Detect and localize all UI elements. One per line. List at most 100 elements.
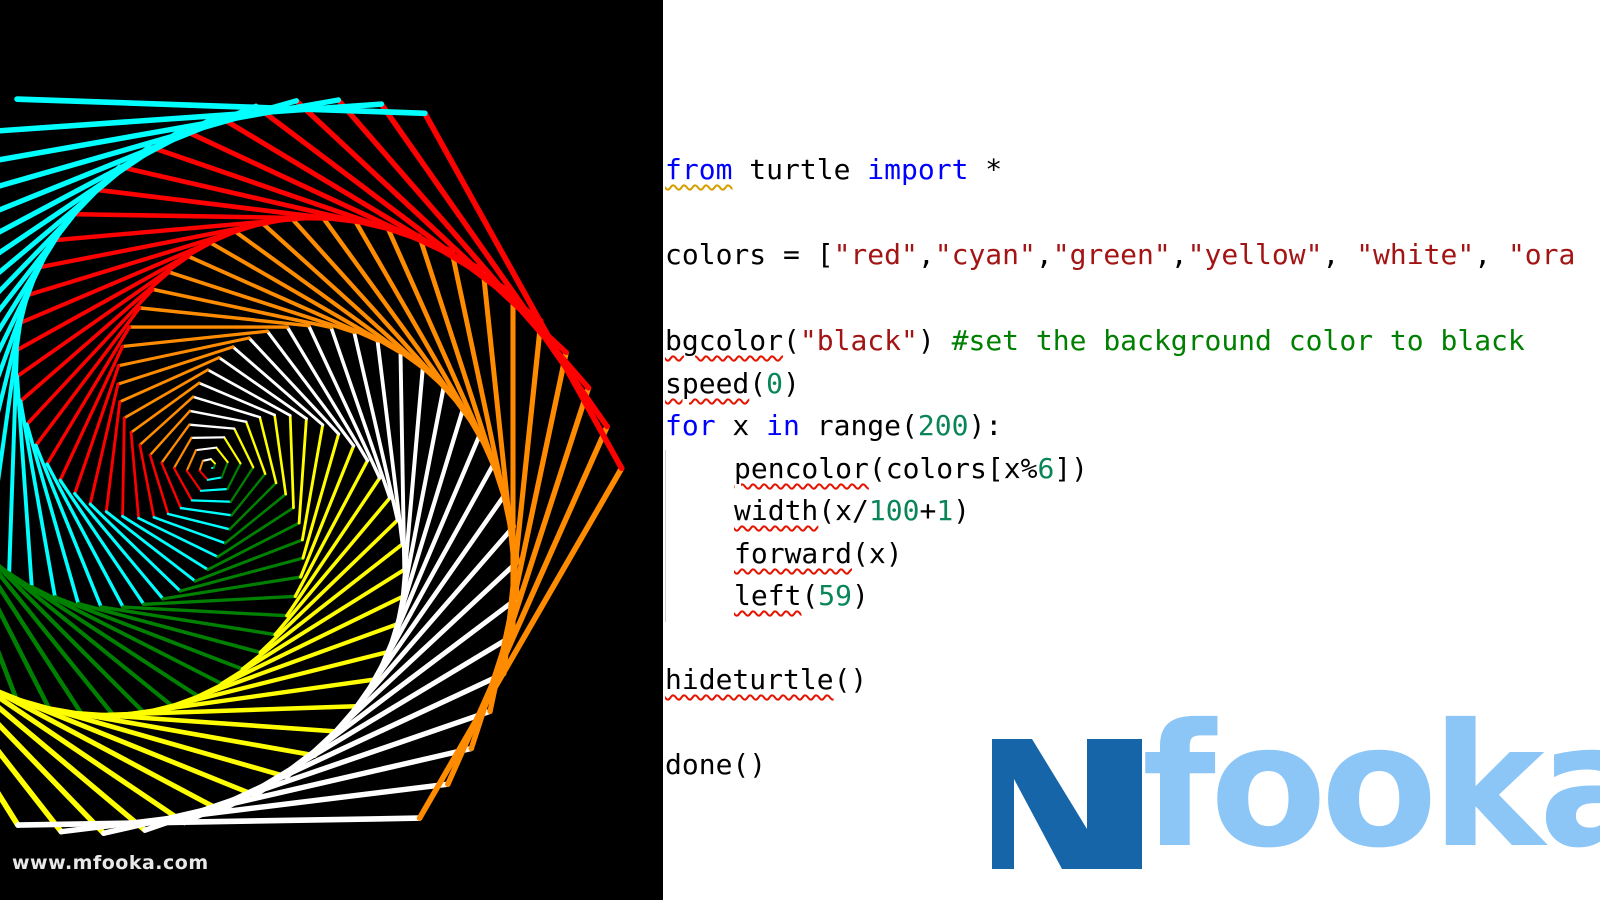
- spiral-segment: [53, 595, 245, 671]
- spiral-segment: [14, 96, 428, 117]
- spiral-segment: [167, 270, 357, 335]
- spiral-segment: [116, 345, 235, 386]
- spiral-segment: [0, 748, 64, 835]
- spiral-segment: [34, 443, 103, 609]
- token: ,: [1170, 238, 1188, 271]
- spiral-segment: [0, 563, 175, 709]
- code-line-9[interactable]: left(59): [665, 579, 869, 613]
- number-literal: 6: [1037, 452, 1055, 485]
- spiral-segment: [141, 649, 391, 715]
- string-literal: "cyan": [934, 238, 1036, 271]
- number-literal: 100: [868, 494, 920, 527]
- spiral-segment: [206, 521, 301, 572]
- spiral-segment: [398, 350, 407, 572]
- spiral-segment: [50, 214, 325, 243]
- spiral-segment: [219, 567, 407, 686]
- spiral-segment: [160, 461, 183, 510]
- function-name: bgcolor: [665, 324, 784, 357]
- spiral-segment: [0, 722, 107, 836]
- spiral-segment: [160, 423, 191, 464]
- token: x: [715, 409, 767, 442]
- spiral-segment: [18, 229, 238, 325]
- code-line-8[interactable]: forward(x): [665, 537, 903, 571]
- spiral-segment: [178, 556, 305, 593]
- token: ): [953, 494, 971, 527]
- spiral-segment: [273, 496, 392, 637]
- spiral-drawing: [0, 96, 625, 836]
- token: range(: [799, 409, 918, 442]
- spiral-segment: [111, 677, 379, 719]
- spiral-segment: [190, 499, 232, 503]
- spiral-segment: [152, 515, 227, 545]
- code-line-7[interactable]: width(x/100+1): [665, 494, 970, 528]
- spiral-segment: [88, 382, 120, 506]
- spiral-segment: [0, 692, 290, 780]
- spiral-segment: [138, 395, 195, 447]
- spiral-segment: [148, 409, 192, 457]
- spiral-segment: [170, 621, 400, 709]
- spiral-segment: [104, 510, 197, 583]
- spiral-segment: [142, 594, 297, 606]
- spiral-segment: [73, 492, 165, 601]
- spiral-segment: [118, 356, 221, 404]
- code-line-6[interactable]: pencolor(colors[x%6]): [665, 452, 1088, 486]
- spiral-segment: [166, 512, 231, 531]
- token: ]): [1054, 452, 1089, 485]
- spiral-segment: [320, 214, 483, 437]
- spiral-segment: [48, 709, 342, 734]
- spiral-segment: [220, 461, 229, 479]
- spiral-segment: [299, 444, 356, 579]
- spiral-segment: [0, 211, 74, 333]
- spiral-segment: [273, 413, 288, 496]
- spiral-segment: [216, 506, 295, 559]
- spiral-segment: [197, 381, 276, 417]
- spiral-segment: [357, 459, 497, 709]
- indent-guide: [665, 450, 666, 622]
- code-line-1[interactable]: from turtle import *: [665, 153, 1002, 187]
- token: (: [801, 579, 819, 612]
- code-line-2[interactable]: colors = ["red","cyan","green","yellow",…: [665, 238, 1575, 272]
- spiral-segment: [386, 406, 466, 654]
- token: ): [783, 367, 800, 400]
- code-line-10[interactable]: hideturtle(): [665, 663, 867, 697]
- string-literal: "ora: [1507, 238, 1576, 271]
- spiral-segment: [25, 221, 265, 298]
- spiral-segment: [209, 458, 216, 465]
- spiral-segment: [230, 472, 267, 517]
- watermark-url: www.mfooka.com: [12, 852, 209, 874]
- spiral-segment: [240, 542, 405, 671]
- spiral-segment: [400, 365, 425, 599]
- spiral-segment: [148, 453, 170, 516]
- code-line-3[interactable]: bgcolor("black") #set the background col…: [665, 324, 1525, 358]
- spiral-segment: [120, 329, 269, 349]
- spiral-segment: [226, 462, 242, 491]
- spiral-segment: [14, 240, 213, 353]
- spiral-segment: [45, 462, 125, 609]
- logo-m-diagonal: [992, 739, 1087, 869]
- spiral-segment: [215, 446, 229, 464]
- spiral-segment: [80, 703, 362, 718]
- spiral-segment: [191, 395, 262, 419]
- spiral-segment: [0, 695, 187, 826]
- code-comment: #set the background color to black: [951, 324, 1525, 357]
- spiral-segment: [25, 422, 81, 606]
- token: *: [968, 153, 1003, 186]
- spiral-segment: [34, 306, 142, 448]
- token: (x/: [818, 494, 869, 527]
- code-line-11[interactable]: done(): [665, 748, 766, 782]
- code-line-4[interactable]: speed(0): [665, 367, 800, 401]
- spiral-segment: [206, 476, 223, 481]
- spiral-segment: [58, 344, 125, 482]
- spiral-segment: [258, 415, 278, 485]
- spiral-segment: [297, 417, 308, 525]
- spiral-segment: [188, 409, 248, 424]
- spiral-segment: [45, 325, 132, 466]
- spiral-segment: [194, 446, 218, 452]
- token: (): [833, 663, 868, 696]
- spiral-segment: [29, 585, 224, 686]
- code-line-5[interactable]: for x in range(200):: [665, 409, 1002, 443]
- function-name: hideturtle: [665, 663, 834, 696]
- spiral-segment: [265, 329, 356, 448]
- string-literal: "black": [799, 324, 918, 357]
